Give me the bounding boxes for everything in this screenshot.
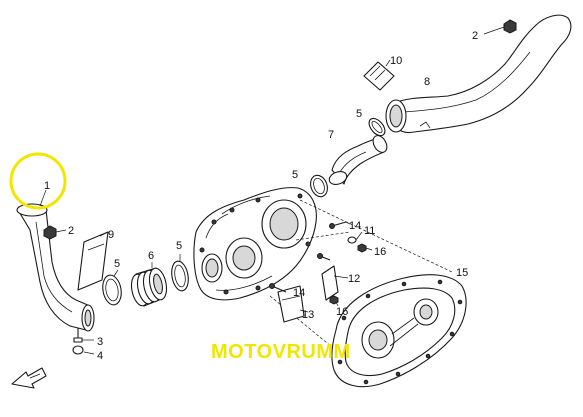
callout-7: 7 <box>328 129 334 141</box>
callout-2-lower: 2 <box>68 225 74 237</box>
nut-part-16-lower <box>329 295 339 307</box>
watermark-text: MOTOVRUMM <box>211 341 351 363</box>
hose-clamp-part-5-left <box>102 269 122 306</box>
callout-1-highlight-circle <box>9 152 67 210</box>
callout-4: 4 <box>97 350 103 362</box>
callout-1: 1 <box>44 180 50 192</box>
callout-11: 11 <box>364 225 375 237</box>
callout-5-mid: 5 <box>292 169 298 181</box>
callout-5-left: 5 <box>114 258 120 270</box>
callout-2-upper: 2 <box>472 30 478 42</box>
nut-part-16-upper <box>357 243 373 253</box>
bolt-part-14-lower <box>269 283 287 293</box>
callout-9: 9 <box>108 229 114 241</box>
hose-clamp-part-5-mid <box>310 174 328 198</box>
pad-part-9 <box>77 231 109 291</box>
callout-14-upper: 14 <box>349 220 361 232</box>
bracket-part-12 <box>321 265 349 301</box>
callout-6: 6 <box>148 250 154 262</box>
label-part-10 <box>363 59 395 91</box>
intake-duct-part-1 <box>16 189 95 332</box>
bolt-part-3 <box>73 328 94 343</box>
callout-5-right: 5 <box>176 240 182 252</box>
callout-16-upper: 16 <box>374 246 386 258</box>
callout-8: 8 <box>424 76 430 88</box>
callout-14-lower: 14 <box>293 287 305 299</box>
callout-13: 13 <box>302 309 314 321</box>
elbow-hose-part-7 <box>328 135 388 185</box>
front-direction-arrow-icon <box>11 367 47 389</box>
washer-part-11 <box>347 231 363 244</box>
hose-clamp-part-5-upper <box>368 117 386 137</box>
callout-10: 10 <box>390 55 402 67</box>
callout-16-lower: 16 <box>336 306 348 318</box>
cvt-inner-housing <box>193 187 317 301</box>
bracket-part-13 <box>277 285 309 323</box>
bellows-connector-part-6 <box>130 262 168 307</box>
callout-15: 15 <box>456 267 468 279</box>
hose-clamp-part-5-right <box>171 254 189 292</box>
fastener-part-2-lower <box>43 225 67 240</box>
cvt-outer-cover-part-15 <box>331 274 467 388</box>
callout-3: 3 <box>97 336 103 348</box>
callout-5-upper: 5 <box>356 108 362 120</box>
callout-12: 12 <box>348 273 360 285</box>
bolt-part-14-upper <box>329 221 351 229</box>
outlet-duct-part-8 <box>385 14 572 134</box>
fastener-part-2-upper <box>483 19 517 35</box>
bolt-part-14-mid <box>317 253 331 261</box>
cap-part-4 <box>72 345 95 355</box>
